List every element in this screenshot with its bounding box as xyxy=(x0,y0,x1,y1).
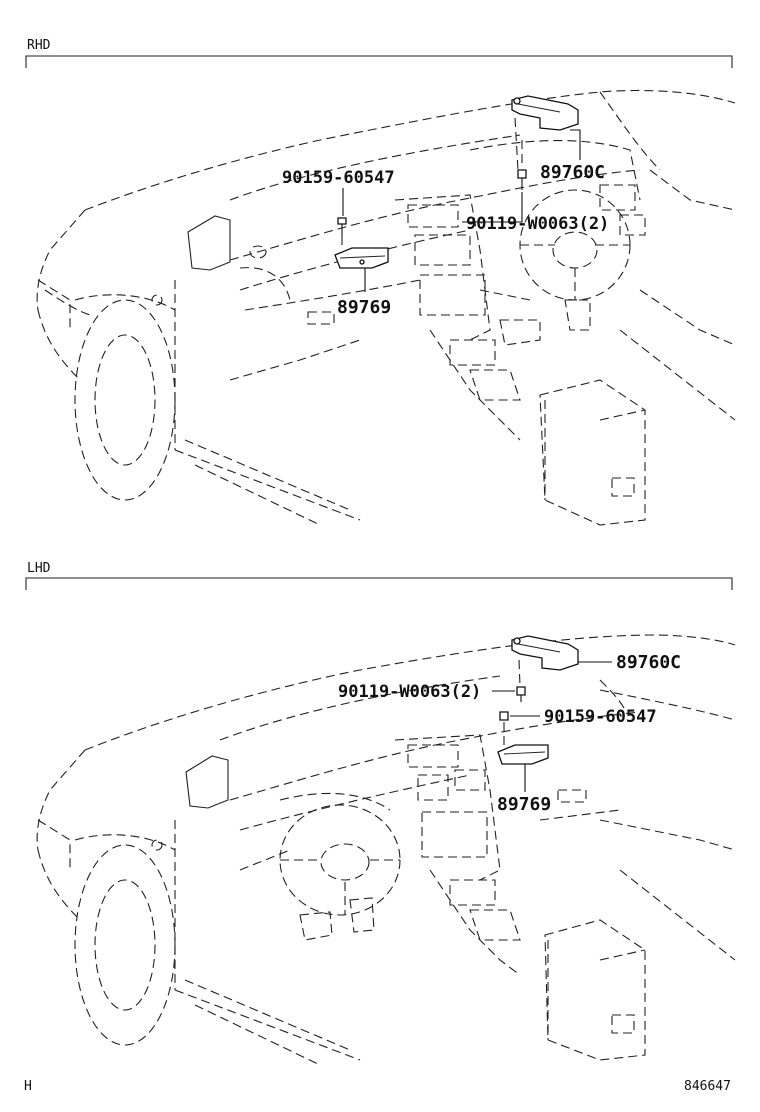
section-label-lhd: LHD xyxy=(27,561,51,576)
leader-rhd-90119 xyxy=(462,192,523,223)
section-bracket-rhd xyxy=(25,55,733,68)
callout-rhd-89769: 89769 xyxy=(337,297,391,318)
rhd-bolt-90159 xyxy=(337,217,347,250)
callout-lhd-90159-60547: 90159-60547 xyxy=(544,707,657,727)
callout-lhd-89769: 89769 xyxy=(497,794,551,815)
rhd-vehicle-outline xyxy=(36,89,736,526)
leader-rhd-89760c xyxy=(570,129,581,160)
lhd-section: LHD xyxy=(25,561,736,1066)
rhd-section: RHD xyxy=(25,38,736,526)
drawing-number: 846647 xyxy=(684,1079,731,1094)
rhd-module-89760c xyxy=(511,95,579,131)
lhd-module-89769 xyxy=(497,744,549,765)
rhd-module-89769 xyxy=(334,247,389,269)
callout-rhd-90119-w0063: 90119-W0063(2) xyxy=(466,214,609,234)
callout-lhd-90119-w0063: 90119-W0063(2) xyxy=(338,682,481,702)
footer-left-mark: H xyxy=(24,1079,32,1094)
callout-lhd-89760c: 89760C xyxy=(616,652,681,673)
callout-rhd-89760c: 89760C xyxy=(540,162,605,183)
section-bracket-lhd xyxy=(25,577,733,590)
lhd-vehicle-outline xyxy=(36,634,736,1066)
lhd-bolt-90159 xyxy=(499,711,509,750)
section-label-rhd: RHD xyxy=(27,38,51,53)
callout-rhd-90159-60547: 90159-60547 xyxy=(282,168,395,188)
lhd-bolt-90119 xyxy=(516,659,526,702)
rhd-bolt-90119 xyxy=(514,117,527,190)
lhd-module-89760c xyxy=(511,635,579,671)
